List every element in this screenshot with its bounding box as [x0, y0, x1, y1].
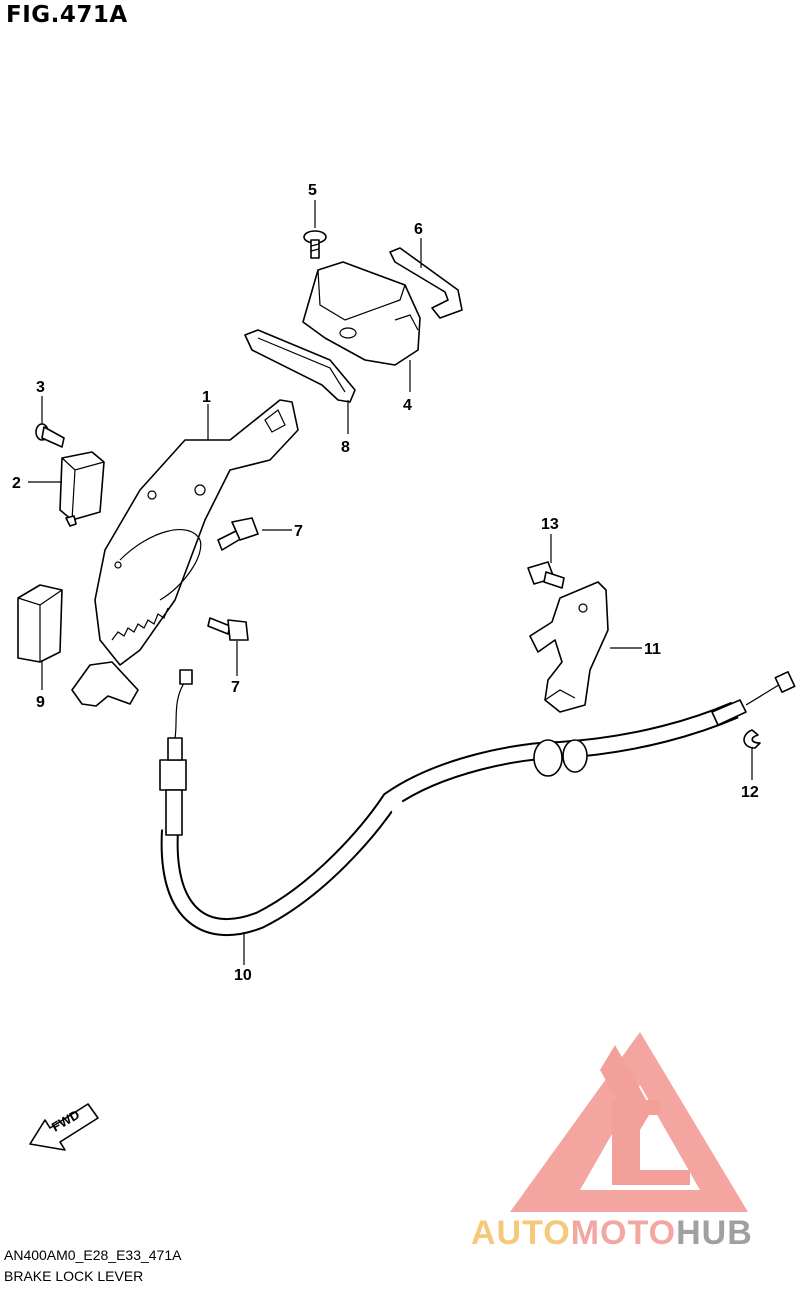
callouts: 5 6 4 8 3 2 1 7 7 9 10 11 12 13	[12, 182, 759, 984]
part-13-bolt	[527, 561, 565, 589]
callout-4: 4	[403, 397, 412, 414]
part-10-cable	[159, 669, 796, 937]
part-11-bracket	[529, 581, 609, 713]
callout-6: 6	[414, 221, 423, 238]
part-12-clip	[743, 729, 761, 749]
callout-12: 12	[741, 784, 759, 801]
figure-title: FIG.471A	[6, 2, 128, 28]
callout-13: 13	[541, 516, 559, 533]
callout-10: 10	[234, 967, 252, 984]
figure-model-code: AN400AM0_E28_E33_471A	[4, 1247, 182, 1263]
watermark-logo: AUTOMOTOHUB	[471, 1032, 753, 1252]
part-1-lever-assembly	[71, 399, 299, 707]
part-9-block	[17, 584, 63, 663]
callout-7-lower: 7	[231, 679, 240, 696]
part-8-pad	[244, 329, 356, 403]
callout-9: 9	[36, 694, 45, 711]
figure-name: BRAKE LOCK LEVER	[4, 1268, 144, 1284]
part-6-clip	[389, 247, 463, 319]
watermark-hub: HUB	[676, 1214, 753, 1252]
callout-8: 8	[341, 439, 350, 456]
callout-3: 3	[36, 379, 45, 396]
part-3-bolt	[35, 423, 65, 448]
callout-5: 5	[308, 182, 317, 199]
leader-lines	[28, 200, 753, 965]
part-4-cover	[302, 261, 421, 366]
watermark-auto: AUTO	[471, 1214, 571, 1252]
callout-1: 1	[202, 389, 211, 406]
fwd-direction-arrow: FWD	[29, 1103, 99, 1151]
callout-7-upper: 7	[294, 523, 303, 540]
part-5-screw	[303, 230, 327, 259]
svg-text:AUTOMOTOHUB: AUTOMOTOHUB	[471, 1214, 753, 1252]
part-2-switch	[59, 451, 105, 527]
part-7-bolt-lower	[207, 617, 249, 641]
watermark-moto: MOTO	[571, 1214, 676, 1252]
part-7-bolt-upper	[217, 517, 259, 551]
callout-11: 11	[644, 641, 661, 658]
callout-2: 2	[12, 475, 21, 492]
